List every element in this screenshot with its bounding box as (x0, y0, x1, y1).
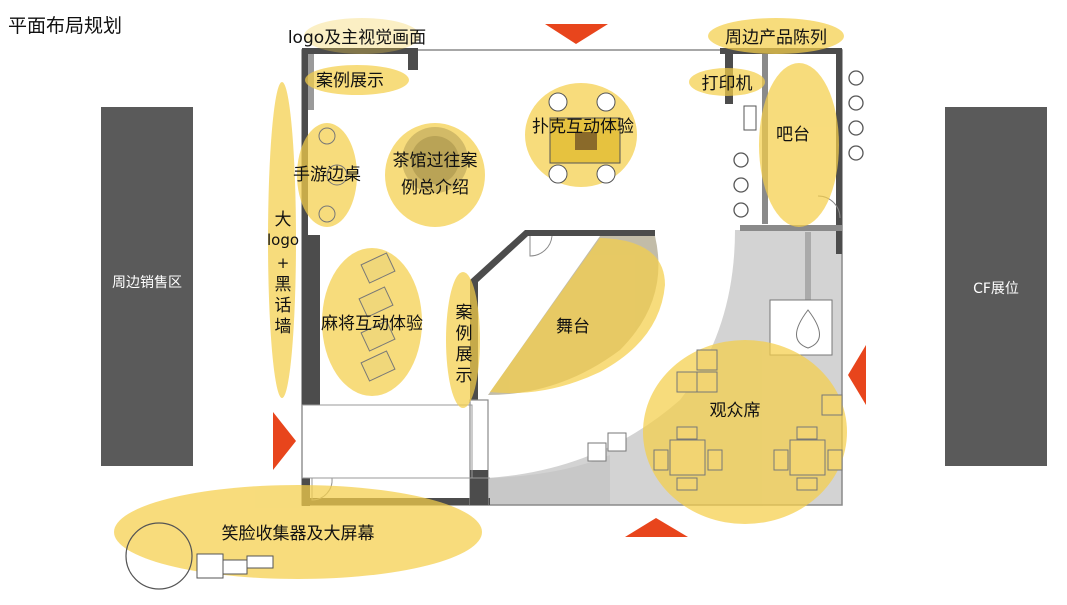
column-post (805, 232, 811, 312)
label-case-display-side: 案 例 展 示 (456, 303, 473, 386)
zone-logo-visual (304, 18, 420, 54)
svg-text:墙: 墙 (275, 317, 292, 337)
wall-right-top (836, 54, 842, 254)
label-printer: 打印机 (702, 74, 753, 94)
svg-text:logo: logo (267, 231, 299, 249)
label-logo-visual: logo及主视觉画面 (288, 28, 426, 48)
label-teahouse-1: 茶馆过往案 (393, 151, 478, 171)
side-block-right (945, 107, 1047, 466)
tea-table (411, 136, 459, 184)
wall-top-left (302, 48, 418, 54)
svg-text:大: 大 (275, 210, 292, 230)
audience-seats (653, 349, 843, 491)
wall-top-stub (408, 48, 418, 70)
page-title: 平面布局规划 (8, 15, 122, 37)
entrance-arrows (273, 24, 866, 537)
arrow-bottom (625, 518, 688, 537)
side-block-right-label: CF展位 (973, 281, 1019, 297)
label-bar: 吧台 (776, 125, 810, 145)
side-block-left-label: 周边销售区 (112, 275, 182, 291)
svg-text:展: 展 (456, 345, 473, 365)
label-mobile-game: 手游边桌 (293, 165, 361, 185)
mobile-game-stools (318, 127, 348, 223)
column-shape (796, 309, 820, 349)
label-logo-wall: 大 logo + 黑 话 墙 (267, 210, 299, 337)
svg-text:话: 话 (275, 296, 292, 316)
zone-labels: logo及主视觉画面 周边产品陈列 案例展示 打印机 扑克互动体验 吧台 手游边… (222, 28, 828, 544)
label-teahouse-2: 例总介绍 (401, 178, 469, 198)
printer-icon (743, 105, 757, 131)
arrow-right (848, 345, 866, 405)
zone-logo-wall (268, 82, 296, 398)
floor-shade (488, 455, 610, 505)
label-case-display-top: 案例展示 (316, 71, 384, 91)
poker-table-center (575, 132, 597, 150)
side-block-left (101, 107, 193, 466)
zone-bar (759, 63, 839, 227)
poker-chairs (548, 92, 616, 184)
arrow-top (545, 24, 608, 44)
label-peripheral-products: 周边产品陈列 (725, 28, 827, 48)
zone-case-display-side (446, 272, 480, 408)
mahjong-tables (358, 252, 396, 382)
stage-side-block (470, 470, 488, 505)
corridor-box (301, 404, 473, 479)
zone-case-display-top (305, 65, 409, 95)
floor-cubes (587, 432, 627, 462)
svg-text:案: 案 (456, 303, 473, 323)
big-screen-boxes (196, 553, 274, 579)
bar-stools-right (848, 70, 864, 161)
label-poker: 扑克互动体验 (532, 117, 634, 137)
zone-peripheral-products (708, 18, 844, 54)
stage-door-arc (529, 235, 553, 257)
label-smile-collector: 笑脸收集器及大屏幕 (222, 524, 375, 544)
smile-collector-circle (125, 522, 193, 590)
wall-bar-bottom (740, 225, 842, 231)
svg-text:示: 示 (456, 366, 473, 386)
arrow-left (273, 412, 296, 470)
zone-stage (490, 238, 665, 394)
zone-mahjong (322, 248, 422, 396)
svg-text:+: + (277, 254, 290, 272)
wall-left-mid (302, 235, 320, 405)
label-mahjong: 麻将互动体验 (321, 314, 423, 334)
bar-stools-left (733, 152, 749, 218)
svg-text:黑: 黑 (275, 275, 292, 295)
zone-printer (689, 68, 765, 96)
label-audience: 观众席 (710, 401, 761, 421)
svg-text:例: 例 (456, 324, 473, 344)
label-stage: 舞台 (556, 317, 590, 337)
